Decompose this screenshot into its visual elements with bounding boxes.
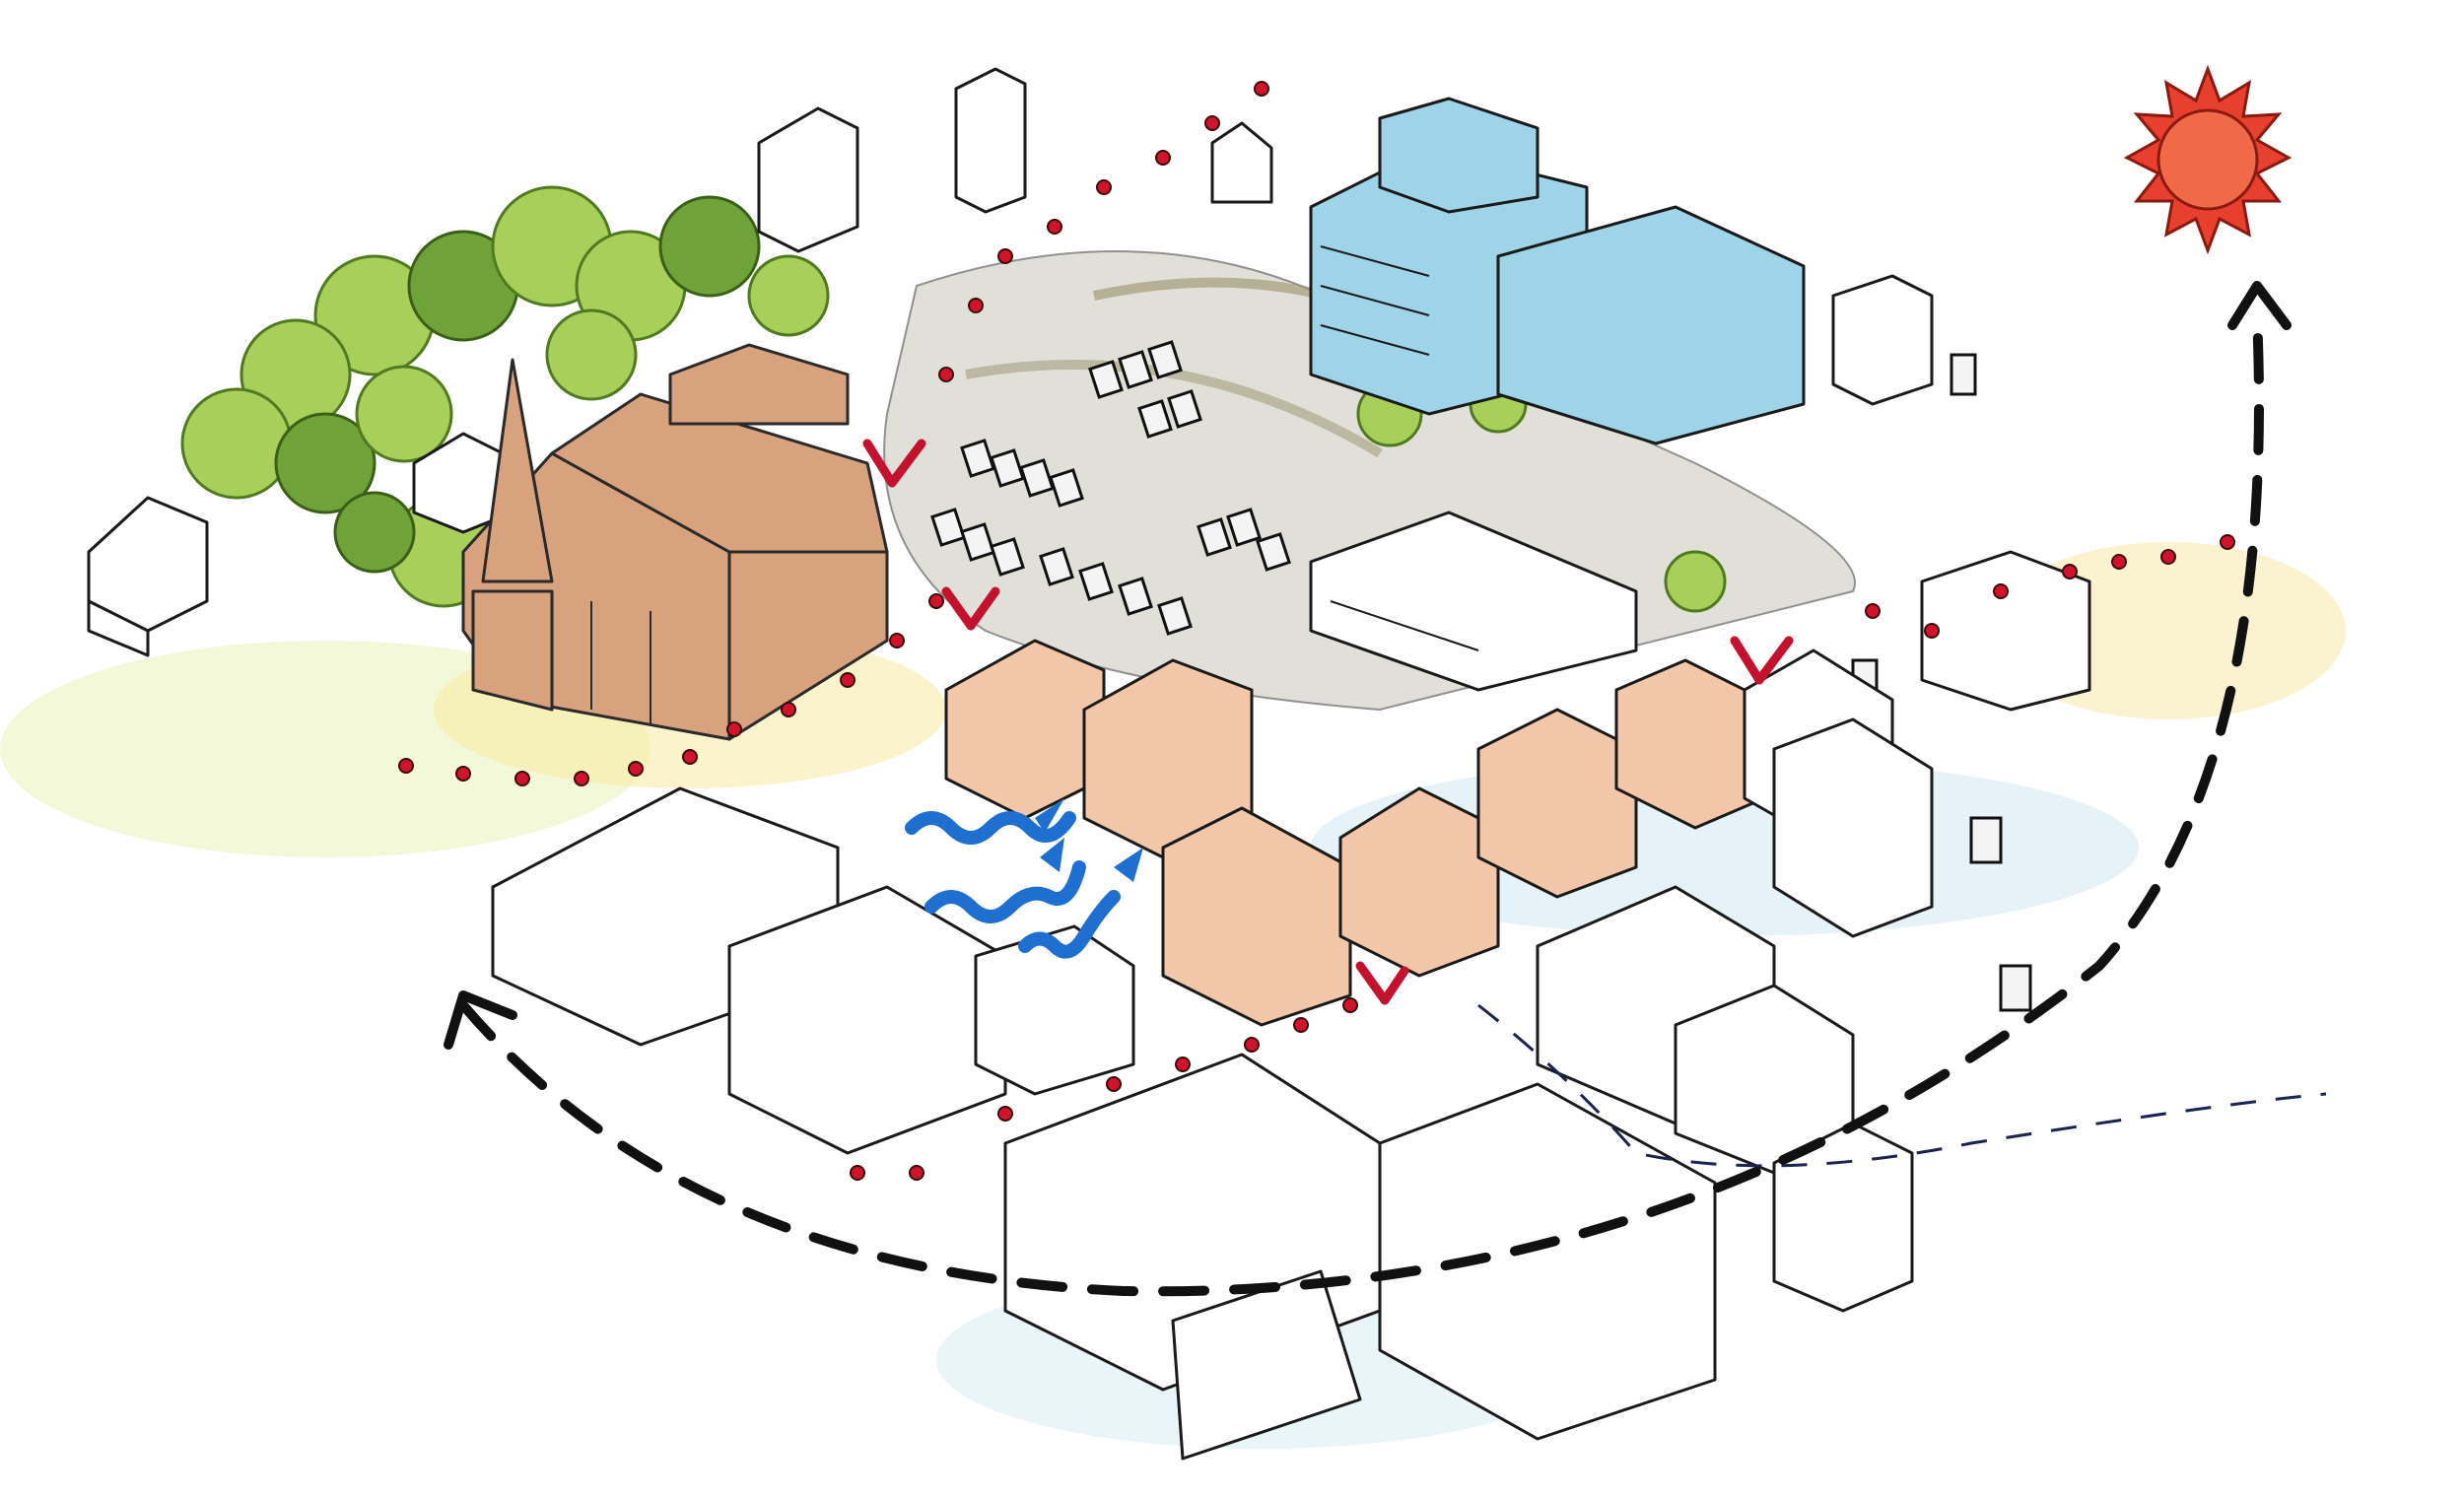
entrance-markers [862,439,1794,1005]
car-park-deck [1309,511,1638,692]
pedestrian-route-dots [398,81,2235,1181]
sun-icon [2123,64,2293,255]
glass-office-block [1309,97,1934,445]
church-with-spire [461,343,889,741]
wind-arrows [905,798,1143,959]
foreground-blocks [491,550,2091,1461]
water-line [1477,1003,2327,1168]
background-houses [87,67,1273,657]
sun-path-arc [444,281,2292,1297]
woodland-trees [180,185,1727,635]
